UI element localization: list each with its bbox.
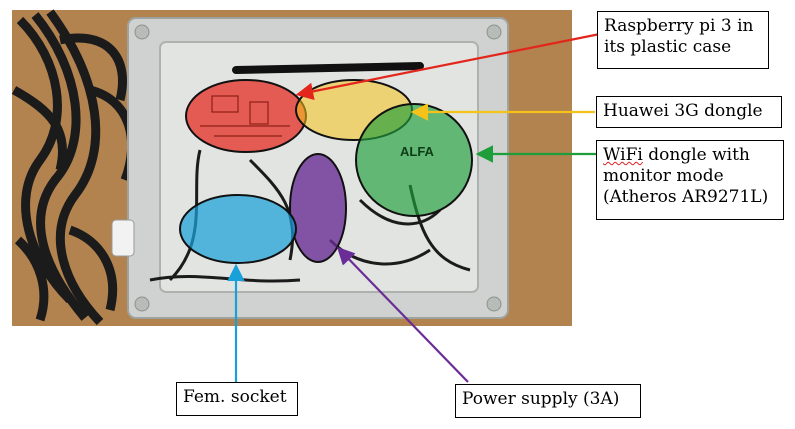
huawei-dongle-label: Huawei 3G dongle bbox=[596, 96, 782, 128]
wifi-dongle-highlight bbox=[355, 103, 473, 217]
raspberry-arrow bbox=[295, 32, 601, 101]
wifi-dongle-label-line1: WiFi dongle with bbox=[603, 145, 777, 166]
fem-socket-highlight bbox=[179, 194, 297, 264]
raspberry-pi-highlight bbox=[185, 79, 307, 153]
power-supply-label: Power supply (3A) bbox=[455, 384, 641, 418]
huawei-dongle-label-text: Huawei 3G dongle bbox=[603, 101, 763, 121]
power-supply-highlight bbox=[289, 153, 347, 263]
raspberry-pi-label-line2: its plastic case bbox=[604, 37, 732, 57]
screw-bl bbox=[134, 296, 150, 312]
fem-socket-label-text: Fem. socket bbox=[183, 387, 287, 407]
raspberry-pi-label-line1: Raspberry pi 3 in bbox=[604, 16, 754, 36]
raspberry-pi-label: Raspberry pi 3 in its plastic case bbox=[597, 11, 769, 69]
screw-tr bbox=[486, 24, 502, 40]
wifi-dongle-label-line1-rest: dongle with bbox=[642, 145, 750, 165]
power-supply-label-text: Power supply (3A) bbox=[462, 389, 620, 409]
connector-arrows bbox=[227, 32, 601, 383]
screw-br bbox=[486, 296, 502, 312]
power-supply-arrow bbox=[336, 246, 469, 383]
alfa-logo: ALFA bbox=[400, 144, 435, 159]
wifi-dongle-label-line3: (Atheros AR9271L) bbox=[603, 187, 769, 207]
fem-socket-label: Fem. socket bbox=[176, 382, 298, 416]
screw-tl bbox=[134, 24, 150, 40]
wifi-dongle-label-line2: monitor mode bbox=[603, 166, 724, 186]
highlight-regions: ALFA bbox=[179, 79, 473, 264]
coiled-cable bbox=[11, 9, 136, 326]
wifi-word: WiFi bbox=[603, 145, 643, 165]
cable-gland bbox=[111, 219, 135, 257]
antenna bbox=[232, 62, 424, 74]
wifi-dongle-label: WiFi dongle with monitor mode (Atheros A… bbox=[596, 140, 784, 220]
raspberry-pi-circuit bbox=[200, 95, 290, 137]
